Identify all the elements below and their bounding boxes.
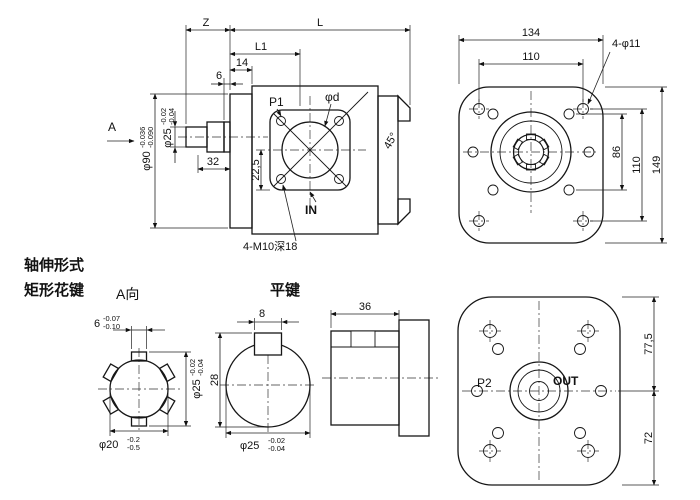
rear-view-dimensions: 77,5 72 (618, 296, 659, 486)
view-a-arrow-label: A (108, 120, 116, 134)
side-view-dimensions: Z L L1 14 6 32 22,5 (107, 17, 411, 253)
rear-view: P2 OUT 77,5 72 (457, 296, 659, 486)
spline-teeth (102, 351, 176, 427)
spline-dimensions: 6 -0.07 -0.10 φ25 -0.02 -0.04 φ20 -0.2 -… (94, 314, 205, 452)
svg-text:φ25: φ25 (191, 379, 203, 398)
port-p2-label: P2 (477, 376, 492, 390)
dim-86-label: 86 (611, 146, 623, 158)
svg-text:-0.090: -0.090 (146, 127, 155, 148)
spline-dim-6-tol-lower: -0.10 (103, 322, 120, 331)
front-view-dimensions: 134 110 4-φ11 86 110 (458, 27, 667, 244)
svg-text:86: 86 (611, 146, 623, 158)
spline-phi20-tol-lower: -0.5 (127, 443, 140, 452)
dim-6-label: 6 (216, 70, 222, 82)
key-phi25-tol-lower: -0.04 (268, 444, 285, 453)
dim-110-top-label: 110 (522, 51, 540, 63)
spline-phi20-tol-upper: -0.2 (127, 435, 140, 444)
dim-110-side-label: 110 (631, 156, 643, 174)
dim-phi-d-label: φd (325, 90, 339, 104)
dim-22-5-label: 22,5 (250, 159, 262, 180)
spline-dim-6-tol-upper: -0.07 (103, 314, 120, 323)
center-lines (462, 301, 616, 481)
key-phi25-label: φ25 (240, 440, 259, 452)
spline-section: 6 -0.07 -0.10 φ25 -0.02 -0.04 φ20 -0.2 -… (94, 314, 205, 452)
key-dim-28-label: 28 (209, 374, 221, 386)
spline-phi25-label: φ25 -0.02 -0.04 (188, 359, 205, 399)
svg-text:72: 72 (643, 432, 655, 444)
view-a-title: A向 (116, 286, 139, 302)
svg-text:149: 149 (651, 156, 663, 174)
dim-14-label: 14 (236, 57, 248, 69)
front-corner-bolt-holes (469, 99, 593, 231)
svg-text:110: 110 (631, 156, 643, 174)
keyway-mask (254, 333, 282, 355)
spline-bore-teeth (512, 133, 550, 171)
port-corner-holes (276, 116, 344, 184)
center-lines (220, 338, 316, 434)
spline-phi20-label: φ20 (99, 439, 118, 451)
center-lines (178, 96, 366, 206)
port-p1-label: P1 (269, 95, 284, 109)
key-side-view: 36 (322, 301, 440, 437)
heading-rect-spline: 矩形花键 (24, 281, 84, 299)
svg-text:-0.04: -0.04 (167, 108, 176, 125)
svg-text:φ90: φ90 (141, 151, 153, 170)
key-section: 8 28 φ25 -0.02 -0.04 (209, 301, 440, 453)
dim-134-label: 134 (522, 27, 540, 39)
svg-text:-0.02: -0.02 (188, 359, 197, 376)
side-view: Z L L1 14 6 32 22,5 (107, 17, 411, 253)
center-lines (463, 91, 599, 213)
key-dim-8-label: 8 (259, 308, 265, 320)
key-hatched (253, 332, 283, 356)
dim-149-label: 149 (651, 156, 663, 174)
svg-text:22,5: 22,5 (250, 159, 262, 180)
key-dim-36-label: 36 (359, 301, 371, 313)
heading-flat-key: 平键 (270, 281, 300, 299)
front-screw-holes (467, 108, 595, 196)
rear-corner-bolt-holes (479, 320, 599, 462)
center-lines (98, 348, 180, 430)
spline-dim-6-label: 6 (94, 318, 100, 330)
heading-shaft-form: 轴伸形式 (24, 256, 84, 274)
dim-phi25-shaft-label: φ25 -0.02 -0.04 (159, 108, 176, 148)
front-view: 134 110 4-φ11 86 110 (458, 27, 667, 244)
svg-text:28: 28 (209, 374, 221, 386)
key-dimensions: 8 28 φ25 -0.02 -0.04 (209, 308, 311, 453)
svg-text:-0.04: -0.04 (196, 359, 205, 376)
dim-phi90-label: φ90 -0.036 -0.090 (138, 127, 155, 171)
port-face (269, 91, 369, 191)
rear-screw-holes (471, 343, 607, 439)
dim-l-label: L (317, 17, 323, 29)
front-flange-outline (458, 86, 604, 244)
dim-32-label: 32 (207, 156, 219, 168)
dim-77-5-label: 77,5 (643, 333, 655, 354)
svg-text:φ25: φ25 (162, 128, 174, 147)
key-phi25-tol-upper: -0.02 (268, 436, 285, 445)
bolt-note-label: 4-φ11 (612, 38, 640, 50)
front-center-bore (490, 111, 572, 193)
port-in-label: IN (305, 203, 317, 217)
thread-note-label: 4-M10深18 (243, 240, 297, 253)
rear-center-bore (509, 361, 569, 421)
svg-text:-0.02: -0.02 (159, 108, 168, 125)
svg-text:-0.036: -0.036 (138, 127, 147, 148)
dim-l1-label: L1 (255, 41, 267, 53)
port-out-label: OUT (553, 374, 579, 388)
dim-72-label: 72 (643, 432, 655, 444)
dim-z-label: Z (203, 17, 210, 29)
svg-text:77,5: 77,5 (643, 333, 655, 354)
spline-root-circle (109, 359, 169, 419)
